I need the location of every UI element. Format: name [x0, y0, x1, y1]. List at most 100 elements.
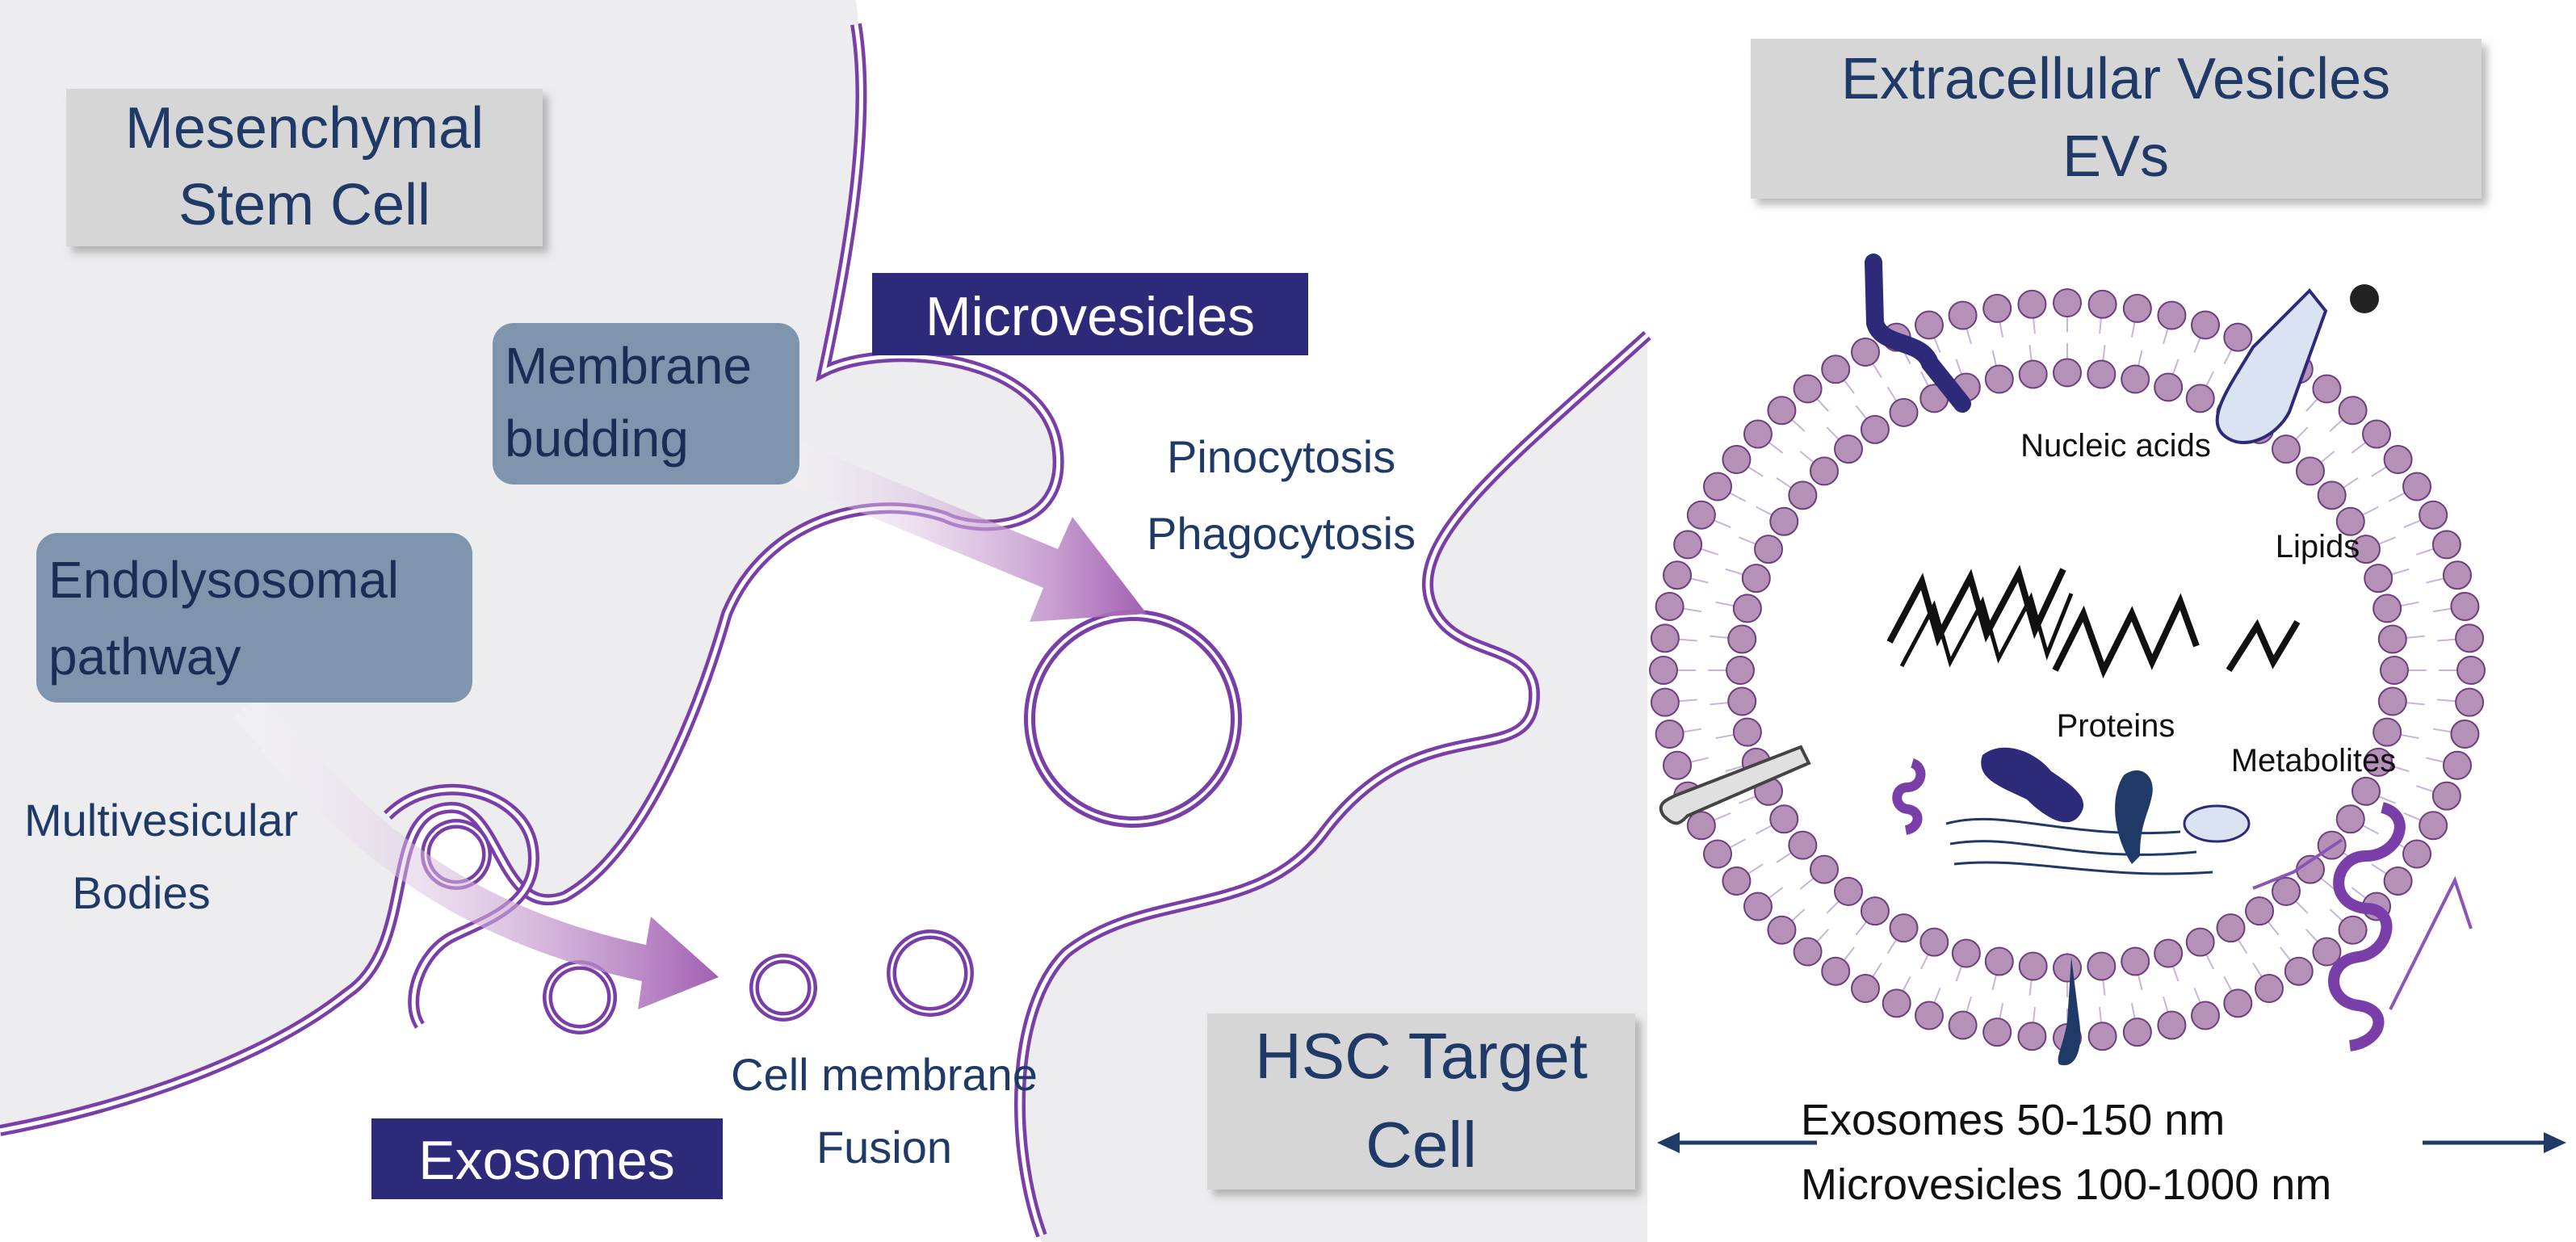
lipid-head	[2373, 717, 2402, 747]
lipid-head	[1769, 804, 1799, 834]
lipid-head	[2377, 686, 2407, 716]
proteins-label: Proteins	[2057, 708, 2175, 744]
lipid-head	[2157, 300, 2187, 330]
lipid-head	[1655, 591, 1684, 621]
lipid-head	[1982, 293, 2012, 323]
pinocytosis-label: Pinocytosis	[1167, 431, 1395, 482]
lipid-head	[1754, 535, 1784, 564]
lipid-head	[2373, 594, 2402, 623]
lipid-head	[2295, 456, 2325, 486]
lipid-head	[2419, 500, 2448, 530]
lipid-head	[1810, 854, 1840, 884]
lipid-head	[1686, 811, 1716, 841]
exosome-vesicle	[543, 960, 617, 1034]
lipid-head	[2154, 938, 2184, 968]
phagocytosis-label: Phagocytosis	[1147, 508, 1416, 559]
lipid-head	[2245, 896, 2275, 926]
protein-ellipse	[2183, 804, 2251, 843]
lipid-head	[1860, 414, 1890, 444]
membrane-protein-stem	[2058, 957, 2081, 1066]
lipid-head	[1732, 717, 1762, 747]
lipid-head	[2053, 953, 2082, 983]
ev-title-line2: EVs	[2062, 124, 2169, 189]
endolysosomal-arrow	[234, 694, 719, 1009]
microvesicle	[1024, 610, 1242, 828]
lipid-head	[2351, 535, 2381, 564]
size-microvesicles-label: Microvesicles 100-1000 nm	[1801, 1160, 2331, 1209]
lipid-head	[1702, 839, 1732, 869]
lipid-head	[1860, 896, 1890, 926]
lipid-head	[1793, 937, 1823, 967]
lipid-head	[2122, 1018, 2152, 1047]
lipid-head	[1686, 500, 1716, 530]
lipid-head	[2455, 687, 2485, 717]
lipid-head	[2442, 750, 2472, 780]
lipid-head	[2087, 1022, 2117, 1051]
lipid-head	[1851, 337, 1880, 367]
metabolites-label: Metabolites	[2231, 743, 2397, 778]
lipid-head	[2223, 988, 2253, 1018]
lipid-head	[1767, 396, 1797, 426]
lipid-head	[2450, 720, 2480, 749]
protein-blob	[1981, 747, 2084, 823]
endolysosomal-pathway-label: Endolysosomal pathway	[36, 533, 472, 703]
size-arrow-left-head	[1657, 1132, 1680, 1153]
lipid-head	[2154, 372, 2184, 402]
protein-blob	[2115, 770, 2153, 864]
lipid-head	[2018, 951, 2048, 981]
lipid-head	[1702, 472, 1732, 501]
lipid-head	[2223, 322, 2253, 352]
lipid-head	[1834, 876, 1864, 906]
lipid-head	[2255, 974, 2284, 1004]
exosomes-label: Exosomes	[371, 1118, 723, 1199]
lipid-head	[2431, 530, 2461, 560]
lipid-head	[2087, 951, 2117, 981]
cell-membrane-label: Cell membrane	[731, 1049, 1038, 1100]
lipid-head	[2312, 937, 2342, 967]
lipid-head	[2338, 915, 2368, 945]
lipid-head	[1984, 946, 2014, 976]
mesenchymal-label-line2: Stem Cell	[178, 173, 430, 237]
lipid-head	[2402, 472, 2432, 501]
lipid-head	[1743, 419, 1773, 449]
membrane-protein-hook	[1865, 254, 1971, 413]
lipid-head	[2271, 434, 2301, 464]
lipid-head	[1914, 310, 1944, 340]
protein-coil-small	[1892, 758, 1926, 835]
lipid-head	[2362, 419, 2392, 449]
multivesicular-line2: Bodies	[72, 867, 210, 918]
lipid-head	[2364, 564, 2393, 594]
lipid-head	[1914, 1001, 1944, 1030]
lipid-head	[1727, 686, 1757, 716]
lipid-head	[2122, 293, 2152, 323]
membrane-protein-coil	[2328, 802, 2406, 1051]
lipid-head	[2284, 956, 2314, 986]
mesenchymal-label-line1: Mesenchymal	[125, 96, 484, 161]
lipid-head	[2191, 310, 2221, 340]
lipid-head	[2271, 876, 2301, 906]
membrane-protein-tube	[2215, 288, 2328, 445]
lipid-head	[2121, 946, 2150, 976]
lipid-head	[2087, 359, 2117, 389]
lipid-head	[1650, 623, 1680, 653]
lipid-head	[2157, 1010, 2187, 1040]
lipid-head	[2017, 1022, 2047, 1051]
membrane-protein-wrench	[1659, 745, 1811, 825]
lipid-head	[2402, 839, 2432, 869]
lipid-head	[1663, 750, 1693, 780]
lipid-head	[1821, 355, 1851, 384]
lipid-head	[1851, 974, 1880, 1004]
nucleic-acid-strand	[1886, 564, 2066, 647]
lipid-head	[1889, 397, 1919, 427]
extracellular-vesicles-title: Extracellular Vesicles EVs	[1751, 39, 2482, 199]
exosome-vesicle	[887, 929, 974, 1017]
mesenchymal-stem-cell-label: Mesenchymal Stem Cell	[66, 89, 543, 246]
lipid-head	[2377, 624, 2407, 654]
lipid-head	[1743, 892, 1773, 921]
lipid-head	[1793, 374, 1823, 404]
lipid-head	[1948, 300, 1978, 330]
lipid-head	[2317, 480, 2347, 510]
lipid-head	[2017, 289, 2047, 319]
lipid-head	[1726, 656, 1755, 685]
lipid-head	[1810, 456, 1840, 486]
